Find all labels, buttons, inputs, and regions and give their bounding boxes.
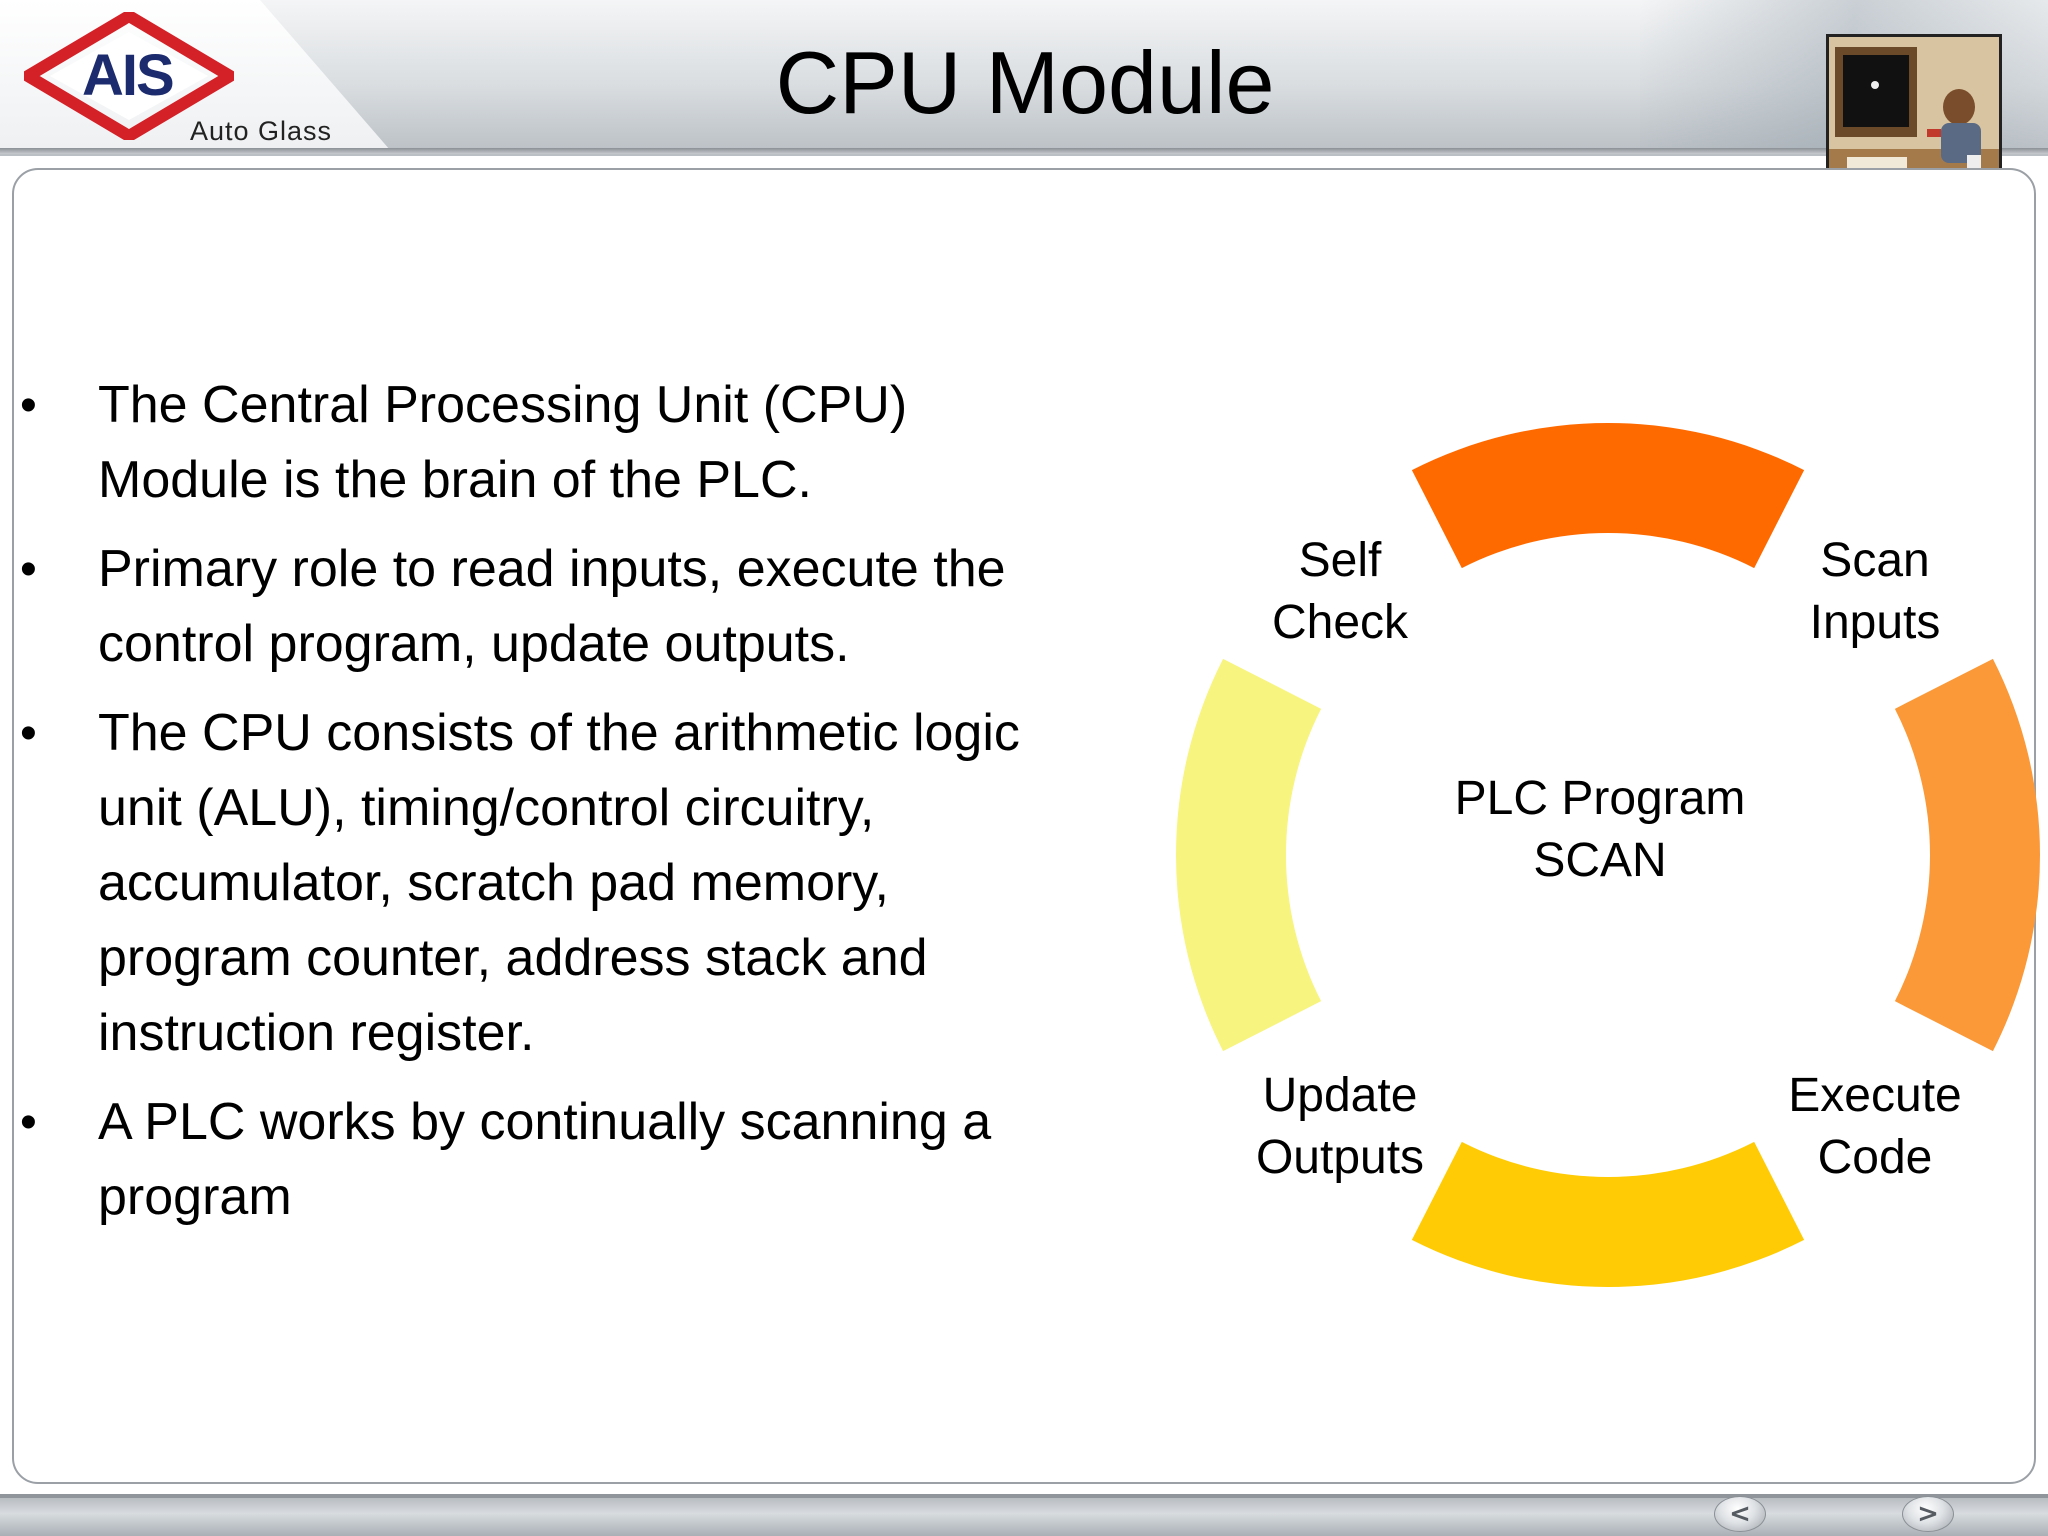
- label-update-outputs: Update Outputs: [1180, 1065, 1500, 1189]
- label-line: Code: [1817, 1131, 1933, 1184]
- label-execute-code: Execute Code: [1715, 1065, 2035, 1189]
- logo-mark: AIS: [82, 43, 175, 108]
- footer-band: [0, 1498, 2048, 1536]
- label-self-check: Self Check: [1180, 530, 1500, 654]
- label-line: Execute: [1788, 1069, 1962, 1122]
- logo-subtitle: Auto Glass: [190, 116, 333, 146]
- cycle-segment-execute-code: [1411, 1141, 1805, 1287]
- bullet-dot-icon: •: [20, 1096, 37, 1149]
- footer-divider: [0, 1494, 2048, 1499]
- label-line: PLC Program: [1454, 772, 1746, 825]
- cycle-segment-update-outputs: [1176, 658, 1322, 1052]
- bullet-dot-icon: •: [20, 379, 37, 432]
- bullet-dot-icon: •: [20, 543, 37, 596]
- bullet-item: • The CPU consists of the arithmetic log…: [20, 696, 1070, 1071]
- label-line: Self: [1298, 534, 1382, 587]
- logo-diamond-icon: [24, 12, 234, 140]
- cycle-segment-scan-inputs: [1894, 658, 2040, 1052]
- bullet-item: • A PLC works by continually scanning a …: [20, 1085, 1070, 1235]
- cycle-segment-self-check: [1411, 423, 1805, 569]
- header-divider: [0, 148, 2048, 154]
- bullet-item: • The Central Processing Unit (CPU) Modu…: [20, 368, 1070, 518]
- arrow-left-icon: <: [1729, 1499, 1751, 1529]
- bullet-text: Primary role to read inputs, execute the…: [98, 540, 1006, 673]
- bullet-list: • The Central Processing Unit (CPU) Modu…: [20, 368, 1070, 1249]
- prev-slide-button[interactable]: <: [1714, 1496, 1766, 1532]
- bullet-dot-icon: •: [20, 707, 37, 760]
- label-scan-inputs: Scan Inputs: [1715, 530, 2035, 654]
- label-line: Outputs: [1255, 1131, 1425, 1184]
- label-line: Check: [1271, 596, 1409, 649]
- arrow-right-icon: >: [1917, 1499, 1939, 1529]
- bullet-text: The Central Processing Unit (CPU) Module…: [98, 376, 908, 509]
- label-line: Update: [1262, 1069, 1418, 1122]
- bullet-item: • Primary role to read inputs, execute t…: [20, 532, 1070, 682]
- company-logo: AIS Auto Glass: [14, 6, 334, 146]
- label-line: Inputs: [1809, 596, 1941, 649]
- page-title: CPU Module: [775, 33, 1275, 132]
- bullet-text: The CPU consists of the arithmetic logic…: [98, 704, 1020, 1062]
- bullet-text: A PLC works by continually scanning a pr…: [98, 1093, 992, 1226]
- next-slide-button[interactable]: >: [1902, 1496, 1954, 1532]
- label-line: Scan: [1820, 534, 1930, 587]
- scan-cycle-diagram: [1176, 423, 2040, 1287]
- label-center: PLC Program SCAN: [1420, 768, 1780, 892]
- label-line: SCAN: [1533, 834, 1667, 887]
